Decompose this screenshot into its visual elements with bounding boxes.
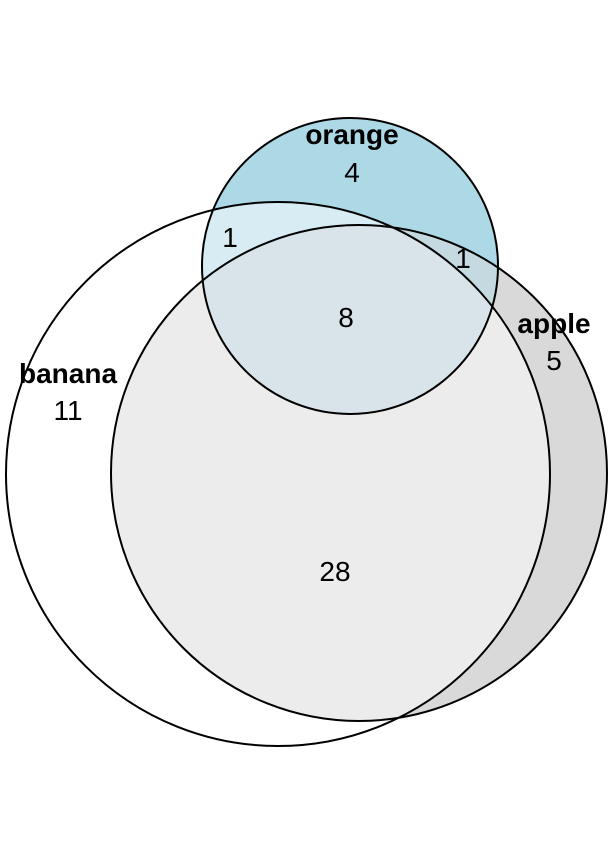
apple-only-count: 5 bbox=[546, 345, 562, 376]
orange-circle bbox=[201, 117, 499, 415]
all-three-region bbox=[202, 225, 498, 414]
banana-label: banana bbox=[19, 358, 117, 389]
orange-label: orange bbox=[305, 119, 398, 150]
apple-label: apple bbox=[517, 308, 590, 339]
banana-circle bbox=[5, 201, 551, 747]
orange-only-count: 4 bbox=[344, 157, 360, 188]
banana-apple-count: 28 bbox=[319, 556, 350, 587]
apple-orange-count: 1 bbox=[455, 243, 471, 274]
apple-circle bbox=[110, 224, 608, 722]
banana-orange-count: 1 bbox=[222, 222, 238, 253]
banana-only-count: 11 bbox=[53, 395, 82, 426]
all-three-count: 8 bbox=[338, 302, 354, 333]
